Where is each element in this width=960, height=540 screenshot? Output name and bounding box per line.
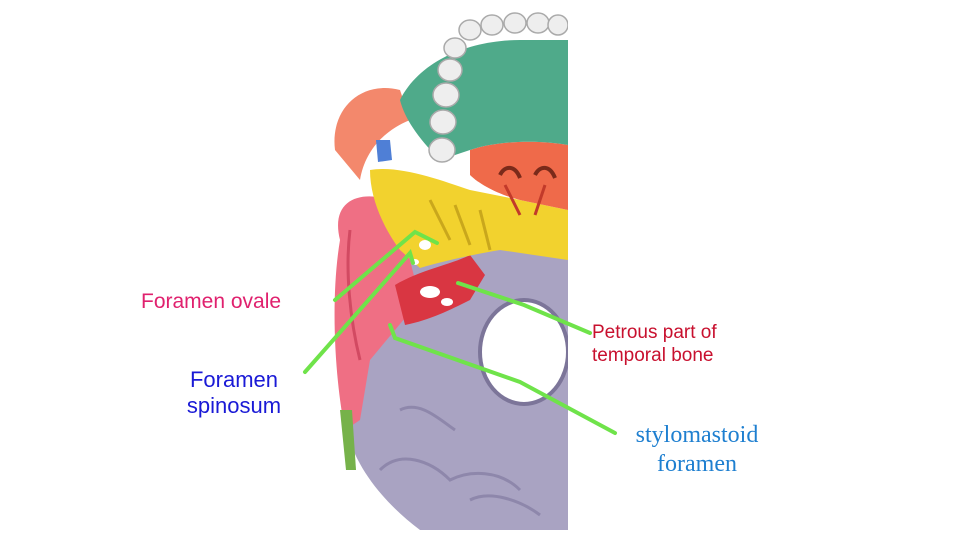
ovale-pointer — [333, 229, 439, 302]
spinosum-pointer — [303, 248, 415, 374]
temporal-bone — [334, 196, 420, 430]
foramen-ovale-label: Foramen ovale — [141, 290, 282, 313]
foramen-magnum — [480, 300, 568, 404]
petrous-part — [395, 255, 485, 325]
petrous-part-label: Petrous part of temporal bone — [592, 322, 717, 366]
stylomastoid-pointer — [388, 323, 617, 435]
foramen-spinosum-label: Foramen spinosum — [186, 367, 282, 419]
maxilla-palate — [400, 40, 568, 160]
teeth — [428, 12, 568, 163]
pointer-lines — [303, 229, 617, 435]
stylomastoid-foramen-label: stylomastoid foramen — [635, 422, 759, 477]
skull-inferior-view — [334, 12, 568, 530]
petrous-pointer — [456, 281, 592, 335]
